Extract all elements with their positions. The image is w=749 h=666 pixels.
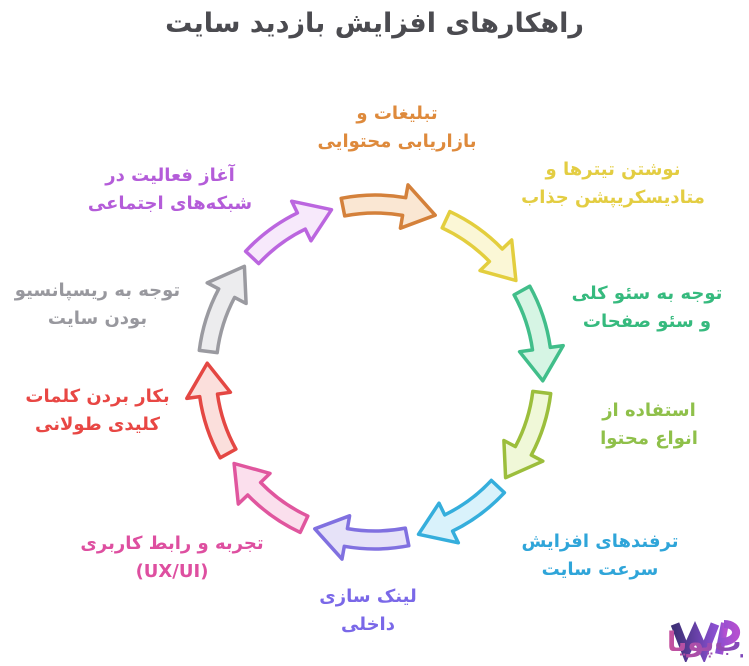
arrow-titles-meta	[440, 209, 518, 283]
arrow-social-media	[243, 199, 334, 266]
webpooya-mark-icon	[670, 620, 740, 664]
label-content-types: استفاده از انواع محتوا	[600, 400, 698, 449]
arrow-responsive	[197, 264, 248, 355]
arrow-content-marketing	[339, 183, 437, 230]
label-titles-meta: نوشتن تیترها و متادیسکریپشن جذاب	[521, 159, 705, 208]
webpooya-logo: وب‌پویا	[547, 614, 749, 664]
arrow-seo	[512, 284, 565, 383]
label-social-media: آغاز فعالیت در شبکه‌های اجتماعی	[87, 165, 253, 214]
label-ux-ui: تجربه و رابط کاربری (UX/UI)	[80, 533, 264, 582]
webpooya-logo-svg: وب‌پویا	[667, 620, 749, 664]
arrow-content-types	[502, 389, 553, 480]
label-internal-linking: لینک سازی داخلی	[319, 586, 417, 635]
arrow-site-speed	[416, 478, 507, 545]
label-seo: توجه به سئو کلی و سئو صفحات	[571, 283, 723, 332]
logo-text: وب‌پویا	[667, 627, 743, 658]
arrow-internal-linking	[313, 514, 411, 561]
page-title: راهکارهای افزایش بازدید سایت	[165, 8, 584, 39]
arrow-long-tail-keywords	[185, 361, 238, 460]
label-long-tail-keywords: بکار بردن کلمات کلیدی طولانی	[25, 386, 170, 435]
label-site-speed: ترفندهای افزایش سرعت سایت	[521, 531, 679, 580]
label-content-marketing: تبلیغات و بازاریابی محتوایی	[317, 103, 477, 152]
arrow-ux-ui	[232, 461, 310, 535]
label-responsive: توجه به ریسپانسیو بودن سایت	[14, 280, 181, 329]
